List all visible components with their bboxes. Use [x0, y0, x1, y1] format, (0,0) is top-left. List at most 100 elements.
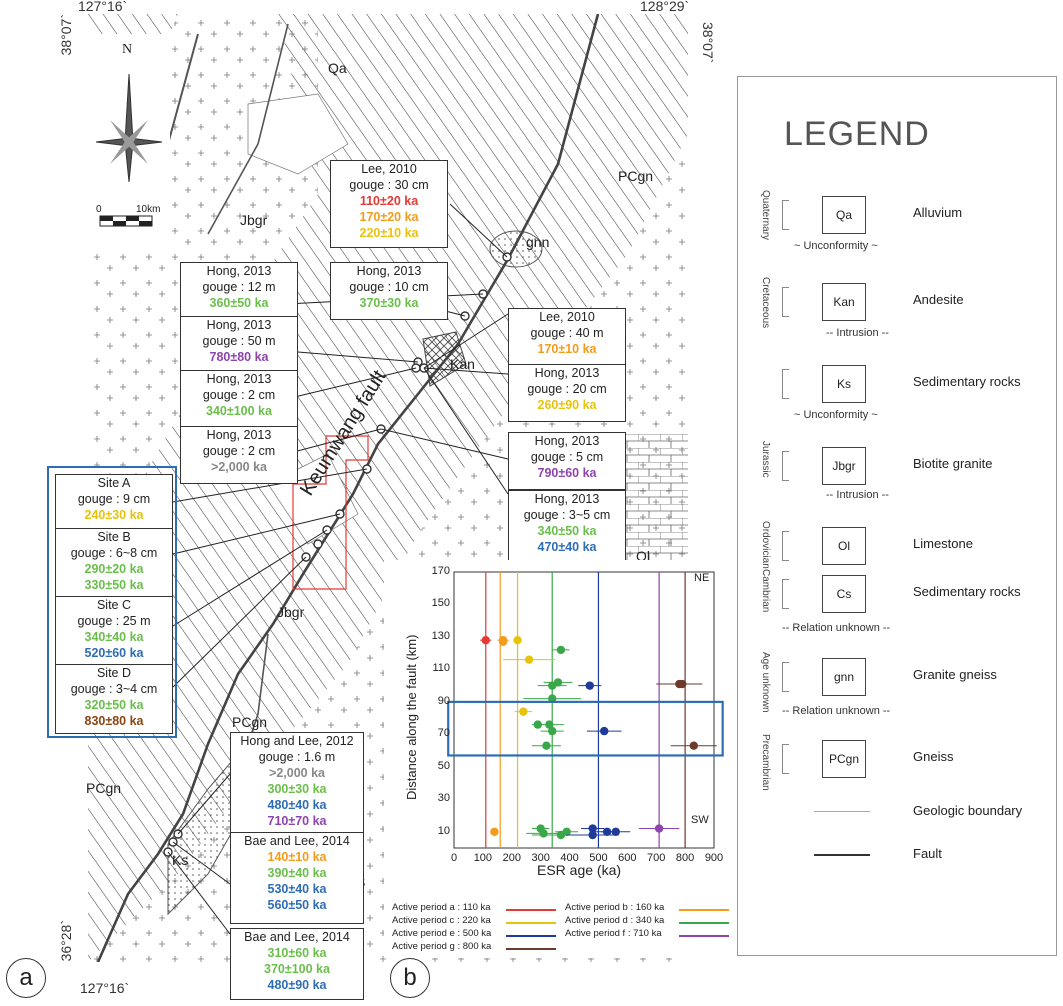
legend-symbol: Qa: [822, 196, 866, 234]
sample-box-title: Hong, 2013: [534, 434, 600, 448]
sample-age: 260±90 ka: [537, 398, 597, 412]
sample-box-gouge: gouge : 9 cm: [77, 492, 151, 506]
sample-box: Hong and Lee, 2012 gouge : 1.6 m >2,000 ka…: [230, 732, 364, 834]
legend-relation-4: -- Intrusion --: [826, 489, 889, 501]
sample-box-title: Hong, 2013: [206, 372, 272, 386]
y-tick-label: 10: [437, 824, 450, 837]
sample-box-title: Hong, 2013: [356, 264, 422, 278]
sample-box-title: Hong, 2013: [206, 264, 272, 278]
data-point: [513, 635, 522, 645]
legend-name: Andesite: [913, 292, 964, 307]
chart-corner-top: NE: [694, 572, 710, 584]
x-tick-label: 700: [647, 852, 666, 864]
y-tick-label: 130: [431, 629, 450, 642]
legend-symbol: gnn: [822, 658, 866, 696]
sample-age: 170±10 ka: [537, 342, 597, 356]
data-point: [654, 824, 664, 833]
data-point: [585, 681, 594, 690]
coord-top-left: 127°16`: [78, 0, 128, 14]
sample-age: 790±60 ka: [537, 466, 597, 480]
legend-line-boundary: [814, 811, 870, 812]
sample-age: 220±10 ka: [359, 226, 419, 240]
legend-period: Jurassic: [760, 441, 771, 478]
data-point: [545, 720, 554, 729]
active-period-label: Active period a : 110 ka: [392, 902, 491, 913]
site-group-highlight: [47, 466, 177, 738]
data-point: [588, 830, 597, 840]
sample-box-title: Hong, 2013: [206, 428, 272, 442]
sample-age: 780±80 ka: [209, 350, 269, 364]
sample-box-title: Lee, 2010: [539, 310, 595, 324]
sample-box: Lee, 2010 gouge : 40 m 170±10 ka: [508, 308, 626, 366]
sample-box-title: Hong and Lee, 2012: [240, 734, 354, 748]
legend-bracket: [782, 579, 789, 609]
sample-age: 320±50 ka: [84, 698, 144, 712]
active-period-swatch: [679, 922, 729, 924]
legend-relation-5: -- Relation unknown --: [782, 622, 891, 634]
scale-zero: 0: [96, 204, 102, 215]
sample-age: 390±40 ka: [267, 866, 327, 880]
sample-box-gouge: gouge : 10 cm: [349, 280, 429, 294]
active-period-swatch: [679, 935, 729, 937]
sample-age: 330±50 ka: [84, 578, 144, 592]
legend-name: Sedimentary rocks: [913, 584, 1021, 599]
legend-line-boundary-label: Geologic boundary: [913, 803, 1023, 818]
legend-relation-3: ~ Unconformity ~: [794, 409, 878, 421]
sample-box-gouge: gouge : 1.6 m: [258, 750, 336, 764]
active-period-swatch: [506, 922, 556, 924]
sample-age: 520±60 ka: [84, 646, 144, 660]
y-tick-label: 50: [437, 759, 450, 772]
data-point: [539, 829, 548, 838]
rock-label-pcgn-left: PCgn: [86, 780, 122, 796]
rock-label-kan: Kan: [450, 356, 475, 372]
sample-box-gouge: gouge : 50 m: [202, 334, 276, 348]
active-period-swatch: [506, 909, 556, 911]
sample-age: >2,000 ka: [269, 766, 325, 780]
legend-bracket: [782, 287, 789, 317]
sample-age: 290±20 ka: [84, 562, 144, 576]
esr-chart: [447, 571, 724, 849]
sample-box-gouge: gouge : 3~5 cm: [523, 508, 611, 522]
sample-box: Site D gouge : 3~4 cm 320±50 ka 830±80 ka: [55, 664, 173, 734]
sample-age: 470±40 ka: [537, 540, 597, 554]
legend-bracket: [782, 531, 789, 561]
x-tick-label: 800: [675, 852, 695, 864]
legend-bracket: [782, 369, 789, 399]
sample-box-gouge: gouge : 40 m: [530, 326, 604, 340]
sample-age: 340±50 ka: [537, 524, 597, 538]
sample-box-gouge: gouge : 3~4 cm: [70, 682, 158, 696]
legend-symbol: Ol: [822, 527, 866, 565]
chart-xlabel: ESR age (ka): [537, 862, 622, 878]
data-point: [542, 741, 551, 750]
sample-age: 140±10 ka: [267, 850, 327, 864]
panel-label-a: a: [6, 958, 46, 998]
x-tick-label: 900: [704, 852, 724, 864]
legend-period: Cambrian: [760, 569, 771, 613]
sample-age: 170±20 ka: [359, 210, 419, 224]
data-point: [689, 741, 698, 750]
legend-relation-1: ~ Unconformity ~: [794, 240, 878, 252]
sample-box-title: Site D: [96, 666, 132, 680]
sample-box-title: Bae and Lee, 2014: [244, 834, 350, 848]
legend-line-fault-label: Fault: [913, 846, 942, 861]
lat-top-left: 38°07`: [58, 14, 74, 56]
legend-name: Gneiss: [913, 749, 954, 764]
rock-label-gnn: gnn: [526, 234, 550, 250]
data-point: [548, 726, 557, 736]
active-period-swatch: [679, 909, 729, 911]
sample-age: >2,000 ka: [211, 460, 267, 474]
active-period-label: Active period b : 160 ka: [565, 902, 665, 913]
rock-label-jbgr-top: Jbgr: [240, 212, 268, 228]
sample-box-title: Site A: [97, 476, 131, 490]
chart-corner-bottom: SW: [691, 814, 709, 826]
sample-age: 830±80 ka: [84, 714, 144, 728]
x-tick-label: 400: [560, 852, 579, 864]
highlight-box: [447, 700, 724, 757]
